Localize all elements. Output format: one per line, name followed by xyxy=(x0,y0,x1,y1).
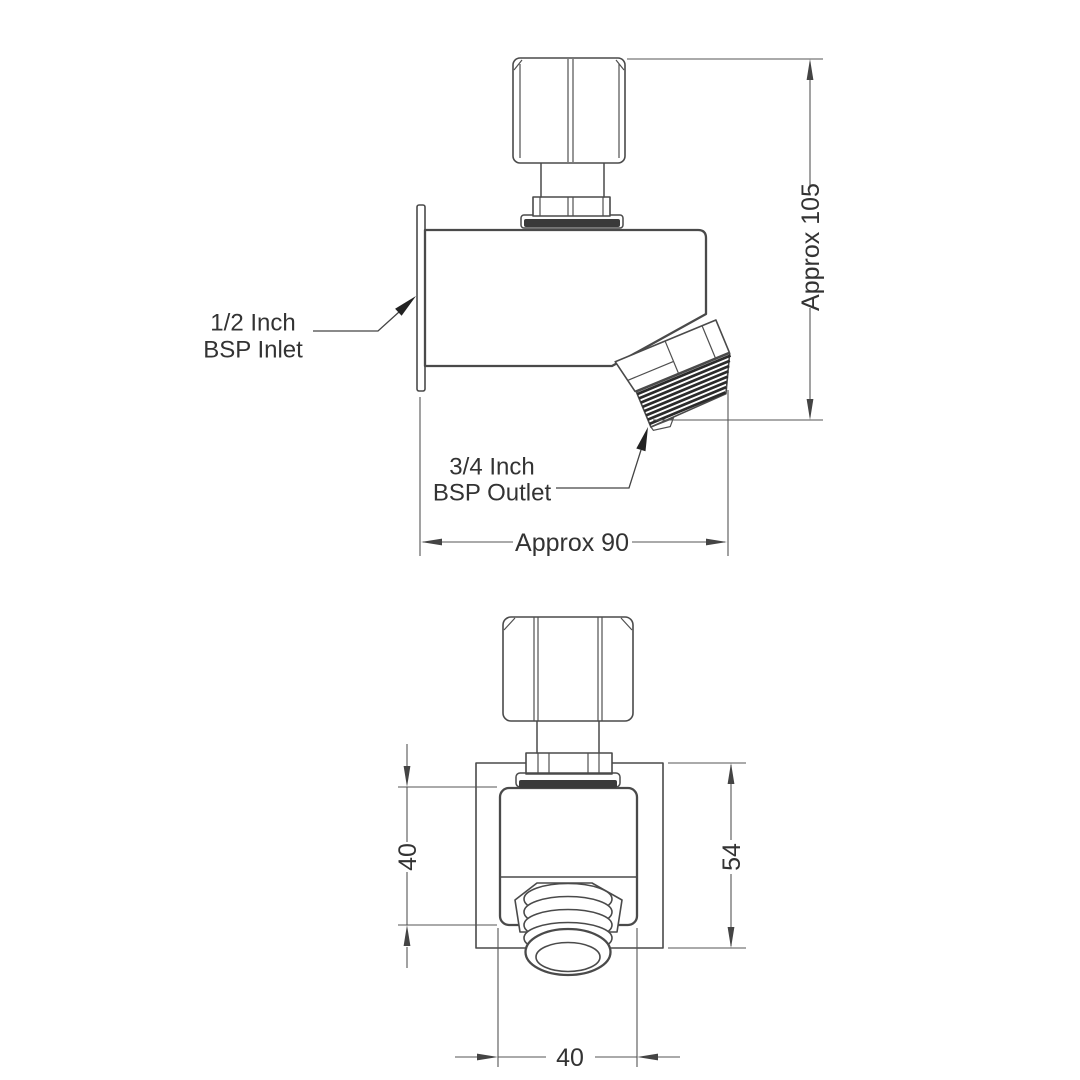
arrowhead-up xyxy=(806,59,814,80)
dim-overall-width: Approx 90 xyxy=(419,390,729,557)
knob-front xyxy=(502,616,634,722)
arrowhead-up xyxy=(727,763,735,784)
dim-text-body-height: 40 xyxy=(394,843,422,871)
inlet-leader-line xyxy=(313,311,400,332)
outlet-leader-arrowhead xyxy=(636,427,648,452)
bonnet-nut-side xyxy=(532,196,611,217)
thread-line xyxy=(647,385,727,421)
knob-chamfer xyxy=(513,59,523,71)
outlet-bore xyxy=(535,941,601,973)
thread-line xyxy=(636,354,732,396)
wall-plate-side xyxy=(416,204,426,392)
outlet-leader-line xyxy=(556,449,642,489)
inlet-label-line2: BSP Inlet xyxy=(203,336,303,363)
stem-front xyxy=(536,720,600,754)
thread-line xyxy=(642,370,729,409)
arrowhead-left xyxy=(637,1053,658,1061)
shank-endcap-line xyxy=(701,325,717,359)
knob-chamfer xyxy=(503,617,516,631)
nut-outline xyxy=(525,752,613,775)
dim-text-overall-height: Approx 105 xyxy=(797,183,825,311)
arrowhead-down xyxy=(806,399,814,420)
dim-text-plate-height: 54 xyxy=(718,843,746,871)
arrowhead-down xyxy=(727,927,735,948)
washer-side-dark-band xyxy=(524,219,620,227)
arrowhead-up xyxy=(403,925,411,946)
dim-plate-height: 54 xyxy=(668,762,746,949)
bonnet-nut-front xyxy=(525,752,613,775)
inlet-label: 1/2 Inch BSP Inlet xyxy=(203,296,416,363)
knob-chamfer xyxy=(615,59,625,71)
arrowhead-right xyxy=(477,1053,498,1061)
outlet-tip-face xyxy=(649,417,675,432)
arrowhead-right xyxy=(706,538,727,546)
dim-overall-height: Approx 105 xyxy=(627,58,825,421)
dim-body-width: 40 xyxy=(455,928,680,1072)
shank-facet-line xyxy=(627,360,674,382)
knob-chamfer xyxy=(620,617,633,631)
front-view: 40 54 40 xyxy=(394,616,746,1072)
dim-text-body-width: 40 xyxy=(556,1044,584,1072)
outlet-label: 3/4 Inch BSP Outlet xyxy=(433,427,648,506)
inlet-leader-arrowhead xyxy=(395,296,416,316)
arrowhead-left xyxy=(421,538,442,546)
washer-front-dark-band xyxy=(519,780,617,788)
thread-line xyxy=(645,380,728,417)
thread-line xyxy=(643,375,729,413)
dim-text-overall-width: Approx 90 xyxy=(515,529,629,557)
thread-line xyxy=(638,359,731,400)
dim-body-height: 40 xyxy=(394,744,497,968)
stem-side xyxy=(540,162,605,198)
outlet-threads-front xyxy=(523,882,613,977)
valve-body-side xyxy=(423,228,708,368)
outlet-label-line1: 3/4 Inch xyxy=(449,453,534,480)
outlet-label-line2: BSP Outlet xyxy=(433,479,552,506)
outlet-side xyxy=(614,319,732,432)
knob-side xyxy=(512,57,626,164)
shank-divider-line xyxy=(664,340,680,374)
thread-line xyxy=(640,364,730,404)
thread-line xyxy=(649,391,726,426)
nut-outline xyxy=(532,196,611,217)
inlet-label-line1: 1/2 Inch xyxy=(210,309,295,336)
side-view: Approx 105 Approx 90 1/2 Inch BSP Inlet … xyxy=(203,57,825,557)
knob-outline xyxy=(512,57,626,164)
thread-lines xyxy=(636,354,732,426)
knob-outline xyxy=(502,616,634,722)
arrowhead-down xyxy=(403,766,411,787)
